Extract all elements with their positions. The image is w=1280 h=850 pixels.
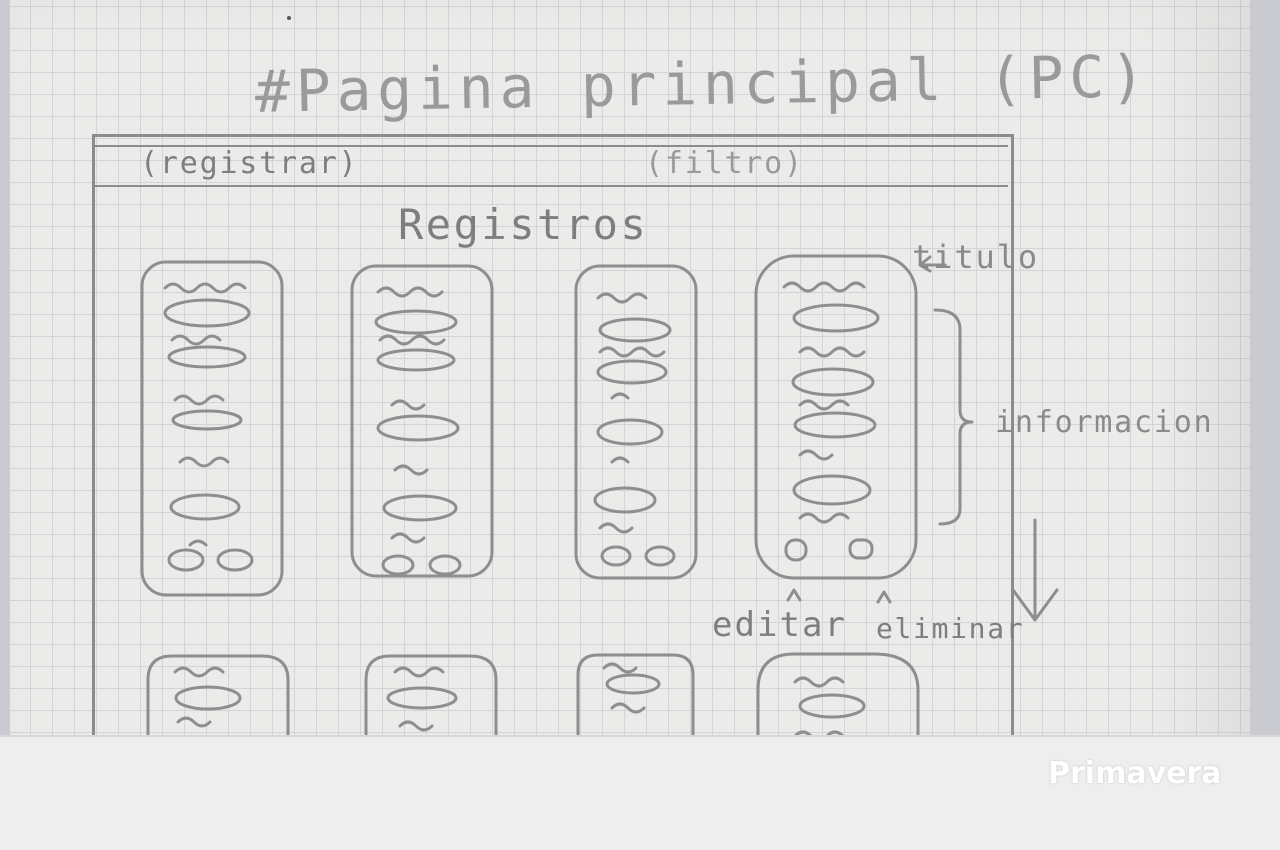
record-card bbox=[140, 260, 284, 597]
section-heading: Registros bbox=[398, 200, 649, 249]
record-card bbox=[754, 254, 918, 580]
edit-icon[interactable] bbox=[167, 548, 205, 572]
register-button[interactable]: (registrar) bbox=[140, 146, 359, 181]
info-field-icon bbox=[792, 303, 880, 333]
delete-icon[interactable] bbox=[216, 548, 254, 572]
card-outline bbox=[754, 254, 918, 580]
edit-annotation: editar bbox=[712, 605, 848, 645]
edit-caret-icon bbox=[786, 588, 802, 602]
card-title-scribble bbox=[163, 282, 247, 294]
scroll-down-arrow-icon bbox=[1011, 518, 1059, 622]
delete-icon[interactable] bbox=[644, 545, 676, 567]
record-card bbox=[350, 264, 494, 578]
pencil-dot bbox=[287, 16, 291, 20]
nav-bar bbox=[92, 145, 1008, 187]
record-card-partial bbox=[756, 652, 920, 742]
record-card-partial bbox=[364, 654, 498, 737]
record-card-partial bbox=[146, 654, 290, 737]
title-annotation: titulo bbox=[912, 238, 1040, 276]
info-field-icon bbox=[163, 298, 251, 328]
info-field-icon bbox=[374, 309, 458, 335]
info-field-icon bbox=[598, 317, 672, 343]
card-outline bbox=[350, 264, 494, 578]
card-outline bbox=[574, 264, 698, 580]
browser-frame bbox=[92, 134, 1014, 757]
edit-icon[interactable] bbox=[784, 538, 808, 562]
delete-caret-icon bbox=[876, 590, 892, 604]
card-outline bbox=[140, 260, 284, 597]
edit-icon[interactable] bbox=[600, 545, 632, 567]
title-arrow-icon bbox=[918, 255, 947, 273]
delete-icon[interactable] bbox=[428, 554, 462, 576]
record-card bbox=[574, 264, 698, 580]
info-annotation: informacion bbox=[995, 405, 1214, 440]
record-card-partial bbox=[576, 653, 695, 737]
edit-icon[interactable] bbox=[381, 554, 415, 576]
delete-icon[interactable] bbox=[848, 538, 874, 560]
delete-annotation: eliminar bbox=[876, 612, 1025, 645]
info-bracket bbox=[933, 308, 974, 526]
watermark-logo: Primavera bbox=[1048, 756, 1222, 791]
paper-bottom-edge bbox=[0, 735, 1280, 850]
filter-button[interactable]: (filtro) bbox=[645, 146, 804, 181]
